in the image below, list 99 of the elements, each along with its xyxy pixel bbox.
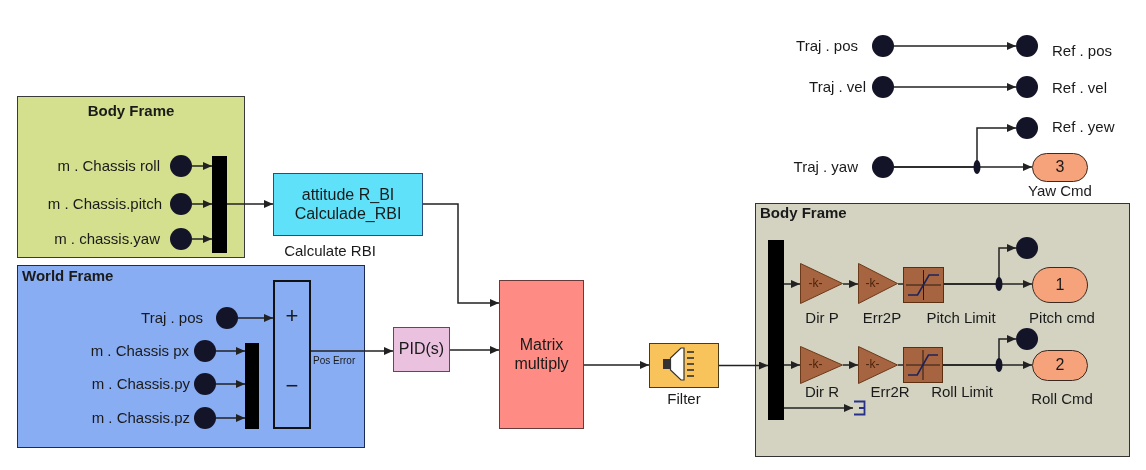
arrow [783,361,801,369]
filter-block [649,343,719,388]
arrow [783,280,801,288]
gain-label: -k- [865,358,880,372]
port-label: Traj . vel [809,78,866,96]
port-circle [872,156,894,178]
arrow [842,280,859,288]
sign-label: + [285,303,299,329]
arrow [237,314,274,322]
arrow [226,200,274,208]
terminator-symbol [853,400,866,416]
block-caption: Roll Cmd [1031,390,1093,408]
gain-label: -k- [808,276,823,291]
arrow [215,414,246,422]
mux-bar [245,343,259,429]
frame-title: World Frame [22,268,114,285]
arrow [893,42,1017,50]
block-caption: Err2R [870,383,910,401]
port-label: Traj . pos [141,309,203,327]
process-block [393,327,450,372]
port-circle [170,193,192,215]
port-circle [216,307,238,329]
sign-label: − [285,373,299,399]
arrow [215,380,246,388]
port-label: Ref . vel [1052,79,1108,97]
gain-label: -k- [808,358,823,372]
port-label: m . Chassis.py [91,375,190,393]
port-circle [194,373,216,395]
block-label: PID(s) [398,340,445,359]
arrow [191,235,213,243]
port-label: Traj . yaw [793,158,858,176]
block-caption: Pitch cmd [1029,309,1095,327]
gain-triangle [858,346,898,384]
frame-title: Body Frame [87,103,175,120]
arrow [191,162,213,170]
connector-line [897,364,904,366]
block-caption: Dir P [805,309,839,327]
arrow [842,361,859,369]
output-port [1032,350,1088,381]
port-circle [194,340,216,362]
port-label: Ref . yew [1052,118,1115,136]
port-label: m . Chassis roll [57,157,160,175]
block-caption: Pitch Limit [926,309,996,327]
port-circle [1016,76,1038,98]
arrow [942,361,1033,369]
arrow [583,361,650,369]
gain-label: -k- [865,276,880,291]
connector-line [897,283,904,285]
port-number: 2 [1055,356,1065,375]
arrow [783,404,854,412]
port-number: 1 [1055,275,1065,295]
port-label: m . Chassis px [90,342,189,360]
mux-bar [212,156,227,253]
port-circle [872,35,894,57]
port-circle [1016,237,1038,259]
sum-block [273,280,311,429]
frame-panel [17,96,245,258]
port-label: Ref . pos [1052,42,1113,60]
gain-triangle [800,263,843,304]
port-label: Traj . pos [796,37,858,55]
port-label: m . chassis.yaw [54,230,160,248]
arrow [191,200,213,208]
arrow [893,83,1017,91]
block-caption: Filter [667,390,701,408]
port-circle [1016,35,1038,57]
block-caption: Roll Limit [931,383,993,401]
port-circle [170,228,192,250]
frame-panel [755,203,1130,457]
demux-bar [768,240,784,420]
block-label: Matrix multiply [514,336,569,373]
arrow [310,347,394,355]
gain-triangle [800,346,843,384]
process-block [499,280,584,429]
gain-triangle [858,263,898,304]
port-circle [194,407,216,429]
arrow [449,346,500,354]
block-label: attitude R_BI Calculade_RBI [294,186,402,223]
frame-panel [17,265,365,448]
output-port [1032,153,1088,182]
port-circle [1016,117,1038,139]
block-caption: Yaw Cmd [1028,182,1092,200]
port-circle [1016,328,1038,350]
process-block [273,173,423,236]
port-label: m . Chassis.pitch [47,195,162,213]
arrow [422,203,500,307]
port-circle [170,155,192,177]
block-caption: Calculate RBI [284,242,376,260]
port-number: 3 [1055,158,1065,177]
arrow [215,347,246,355]
output-port [1032,267,1088,303]
edge-label: Pos Error [313,355,356,366]
port-label: m . Chassis.pz [91,409,190,427]
port-circle [872,76,894,98]
frame-title: Body Frame [760,205,847,222]
block-caption: Dir R [804,383,840,401]
arrow [893,163,1033,171]
arrow [943,280,1033,288]
arrow [718,361,769,370]
block-caption: Err2P [862,309,902,327]
